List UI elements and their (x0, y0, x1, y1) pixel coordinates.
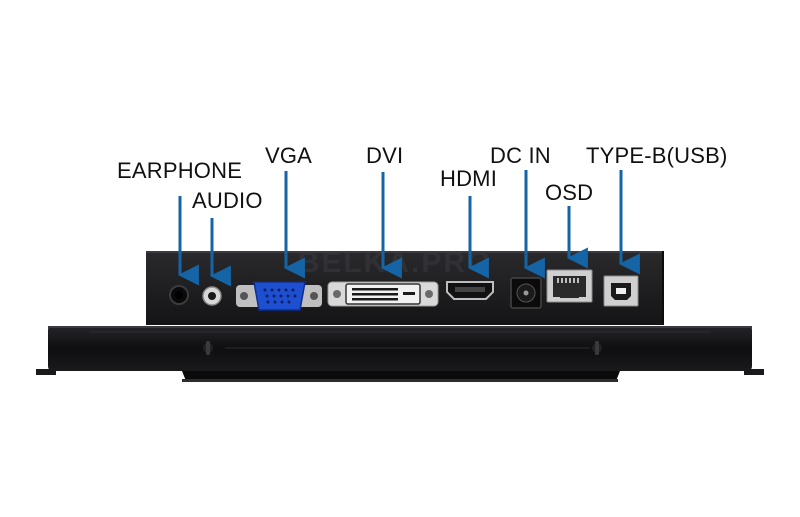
watermark: BELKA.PRO (298, 246, 493, 279)
bezel-screw-left (203, 341, 213, 355)
audio-jack (202, 286, 222, 306)
earphone-jack (169, 285, 189, 305)
label-vga: VGA (265, 143, 313, 168)
front-bezel (36, 326, 764, 382)
label-earphone: EARPHONE (117, 158, 243, 183)
label-audio: AUDIO (192, 188, 263, 213)
label-dc-in: DC IN (490, 143, 551, 168)
hdmi-port (446, 281, 494, 300)
label-type-b: TYPE-B(USB) (586, 143, 728, 168)
label-dvi: DVI (366, 143, 404, 168)
label-osd: OSD (545, 180, 594, 205)
usb-type-b-port (603, 275, 639, 307)
dc-in-jack (510, 277, 542, 309)
dvi-port (327, 281, 439, 307)
osd-port (546, 269, 593, 303)
label-hdmi: HDMI (440, 166, 498, 191)
callout-arrows (177, 170, 640, 287)
vga-port (236, 281, 322, 311)
bezel-screw-right (592, 341, 602, 355)
